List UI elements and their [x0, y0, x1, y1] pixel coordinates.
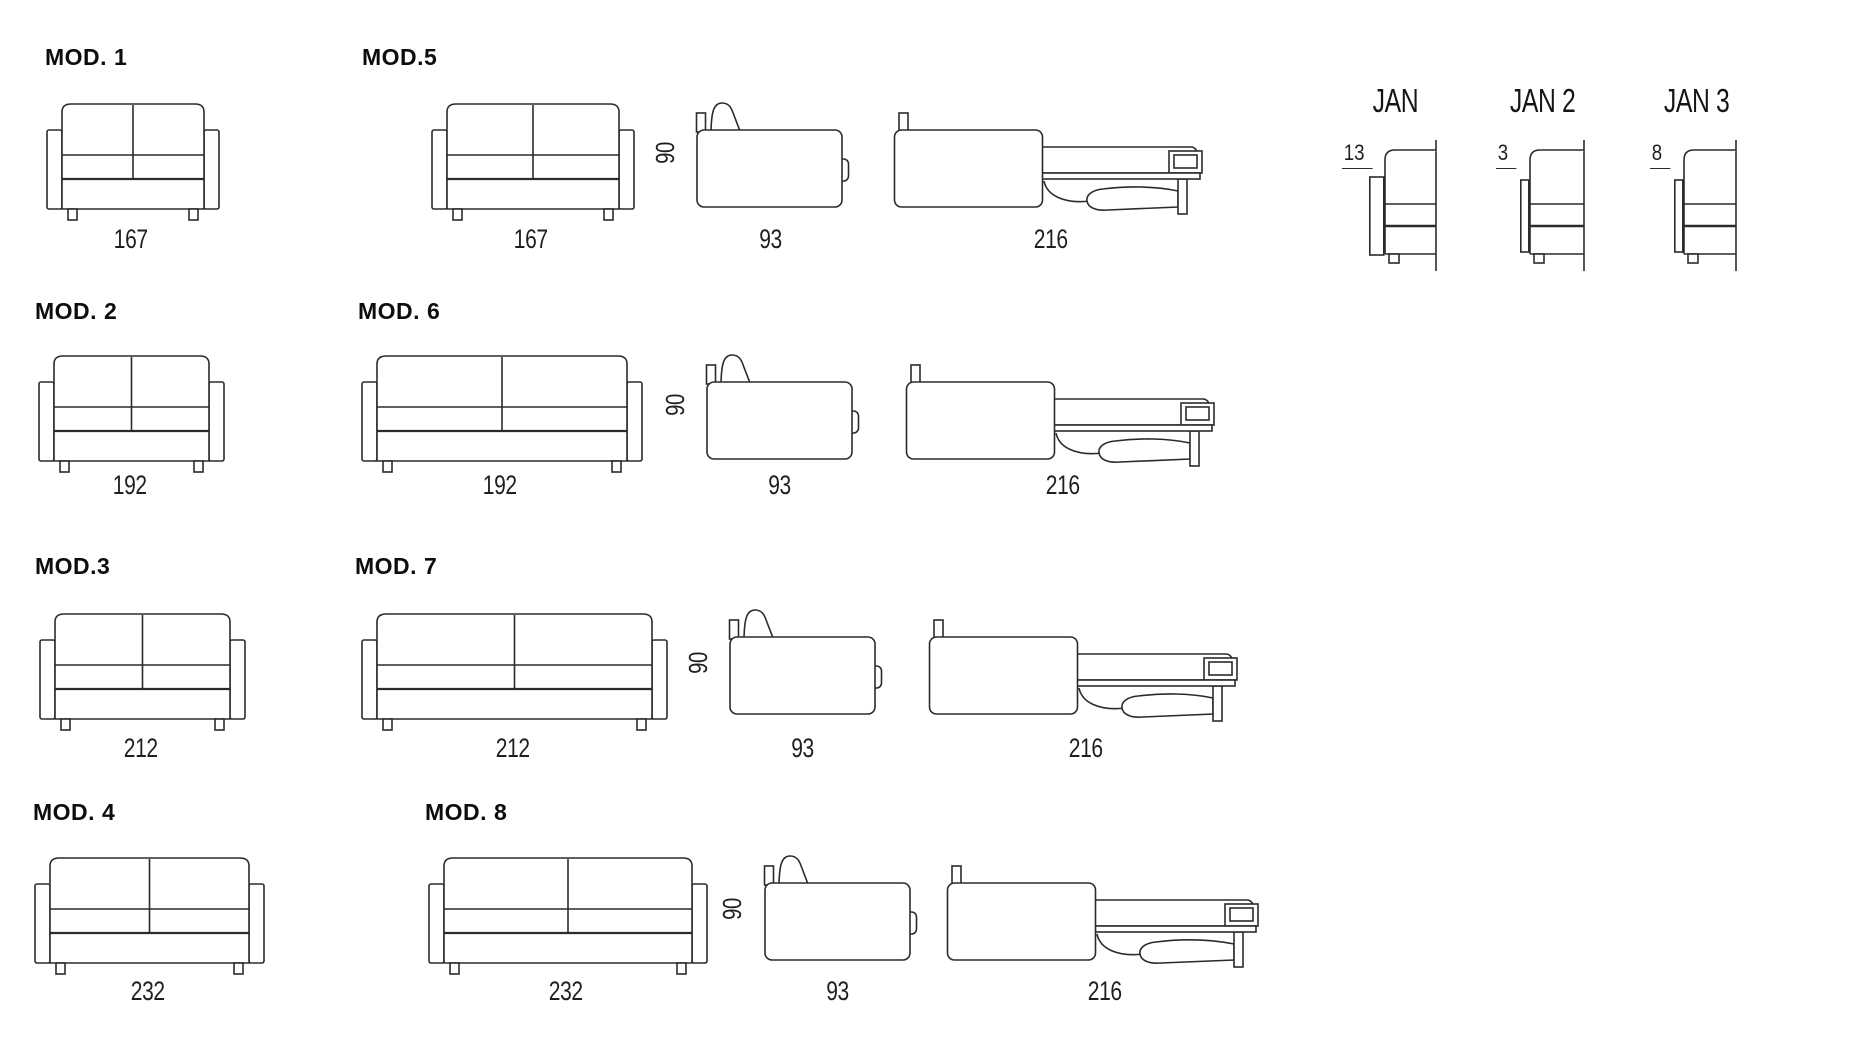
model-title: MOD. 6: [358, 298, 441, 324]
height-dimension: 90: [683, 652, 713, 674]
armrest-width-dimension: 3: [1496, 140, 1520, 169]
sofa-side-drawing: [728, 606, 886, 728]
height-dimension: 90: [650, 142, 680, 164]
open-length-dimension: 216: [1033, 224, 1068, 254]
sofa-front-drawing: [360, 613, 669, 733]
model-title: MOD.5: [362, 44, 438, 70]
sofa-front-drawing: [360, 355, 644, 475]
model-title: MOD.3: [35, 553, 111, 579]
armrest-side-drawing: [1369, 139, 1440, 273]
width-dimension: 167: [514, 224, 548, 254]
armrest-width-dimension: 8: [1650, 140, 1674, 169]
model-title: MOD. 7: [355, 553, 438, 579]
width-dimension: 232: [549, 976, 583, 1006]
model-title: MOD. 2: [35, 298, 118, 324]
armrest-variant-title: JAN 3: [1664, 82, 1730, 119]
armrest-width-dimension: 13: [1342, 140, 1378, 169]
model-title: MOD. 1: [45, 44, 128, 70]
armrest-variant-title: JAN: [1372, 82, 1418, 119]
depth-dimension: 93: [768, 470, 792, 500]
open-length-dimension: 216: [1088, 976, 1122, 1006]
sofa-bed-open-drawing: [946, 852, 1270, 976]
open-length-dimension: 216: [1045, 470, 1080, 500]
depth-dimension: 93: [759, 224, 783, 254]
height-dimension: 90: [717, 898, 747, 920]
sofa-front-drawing: [430, 103, 636, 223]
sofa-bed-open-drawing: [928, 606, 1249, 730]
width-dimension: 232: [130, 976, 165, 1006]
armrest-side-drawing: [1520, 139, 1588, 273]
model-title: MOD. 4: [33, 799, 116, 825]
sofa-front-drawing: [33, 857, 266, 977]
sofa-bed-open-drawing: [893, 99, 1214, 223]
sofa-front-drawing: [38, 613, 247, 733]
width-dimension: 192: [483, 470, 517, 500]
width-dimension: 192: [112, 470, 147, 500]
armrest-side-drawing: [1674, 139, 1740, 273]
width-dimension: 212: [495, 733, 530, 763]
sofa-side-drawing: [705, 351, 863, 473]
sofa-front-drawing: [427, 857, 709, 977]
sofa-side-drawing: [763, 852, 921, 974]
open-length-dimension: 216: [1068, 733, 1103, 763]
width-dimension: 212: [123, 733, 158, 763]
armrest-variant-title: JAN 2: [1510, 82, 1576, 119]
width-dimension: 167: [114, 224, 148, 254]
sofa-front-drawing: [45, 103, 221, 223]
height-dimension: 90: [660, 394, 690, 416]
depth-dimension: 93: [791, 733, 815, 763]
sofa-bed-open-drawing: [905, 351, 1226, 475]
sofa-side-drawing: [695, 99, 853, 221]
model-title: MOD. 8: [425, 799, 508, 825]
sofa-front-drawing: [37, 355, 226, 475]
depth-dimension: 93: [826, 976, 850, 1006]
